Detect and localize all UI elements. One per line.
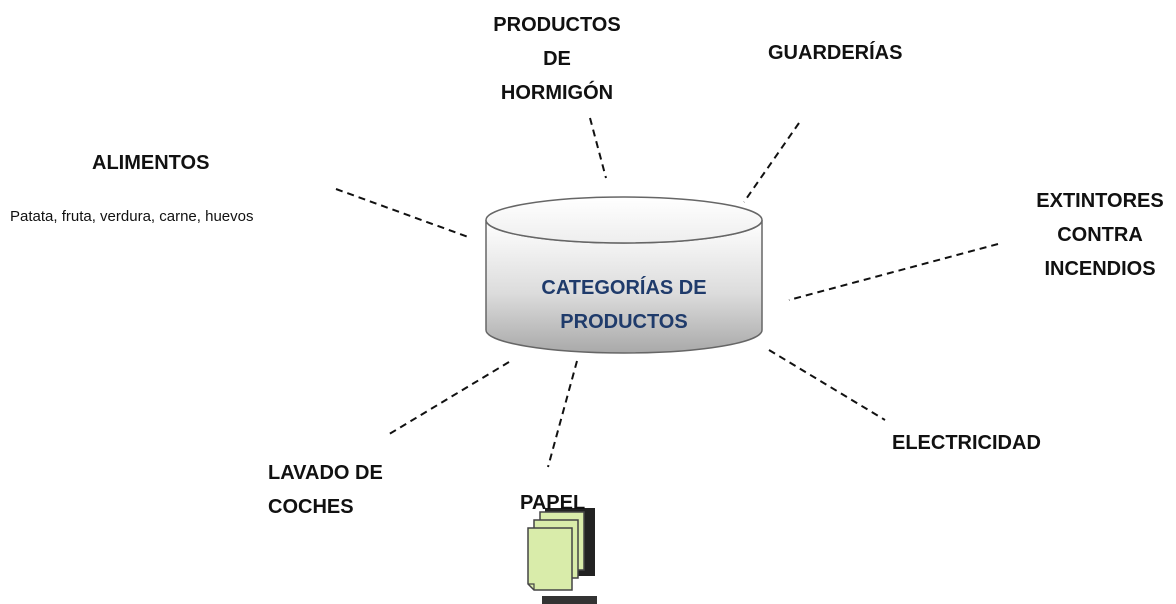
label-line: ALIMENTOS (92, 152, 210, 174)
connector-electricidad (768, 349, 886, 421)
paper-stack-icon (527, 508, 597, 604)
label-line: GUARDERÍAS (768, 42, 903, 64)
label-guarderias: GUARDERÍAS (768, 36, 902, 70)
label-alimentos: ALIMENTOS (92, 146, 209, 180)
alimentos-detail: Patata, fruta, verdura, carne, huevos (10, 208, 254, 225)
database-cylinder (485, 196, 763, 354)
cylinder-top (485, 196, 763, 244)
center-label-line2: PRODUCTOS (560, 311, 688, 333)
center-label-line1: CATEGORÍAS DE (541, 277, 707, 299)
label-extintores: EXTINTORES CONTRA INCENDIOS (1024, 184, 1176, 286)
label-line: PAPEL (520, 492, 586, 514)
connector-extintores (788, 243, 999, 301)
connector-lavado-coches (385, 361, 510, 437)
label-line: EXTINTORES (1036, 190, 1164, 212)
label-line: DE (543, 48, 571, 70)
label-productos-hormigon: PRODUCTOS DE HORMIGÓN (472, 8, 642, 110)
label-papel: PAPEL (520, 486, 585, 520)
label-line: CONTRA (1057, 224, 1143, 246)
label-line: COCHES (268, 496, 354, 518)
label-lavado-coches: LAVADO DE COCHES (268, 456, 383, 524)
label-line: LAVADO DE (268, 462, 383, 484)
label-line: PRODUCTOS (493, 14, 621, 36)
connector-lines (335, 117, 999, 468)
center-node-label: CATEGORÍAS DE PRODUCTOS (486, 271, 762, 339)
connector-papel (547, 360, 578, 468)
label-line: HORMIGÓN (500, 82, 614, 104)
label-line: INCENDIOS (1044, 258, 1156, 280)
connector-guarderias (743, 122, 800, 203)
connector-alimentos (335, 188, 472, 239)
label-line: ELECTRICIDAD (892, 432, 1041, 454)
connector-productos-hormigon (589, 117, 607, 179)
label-electricidad: ELECTRICIDAD (892, 426, 1041, 460)
